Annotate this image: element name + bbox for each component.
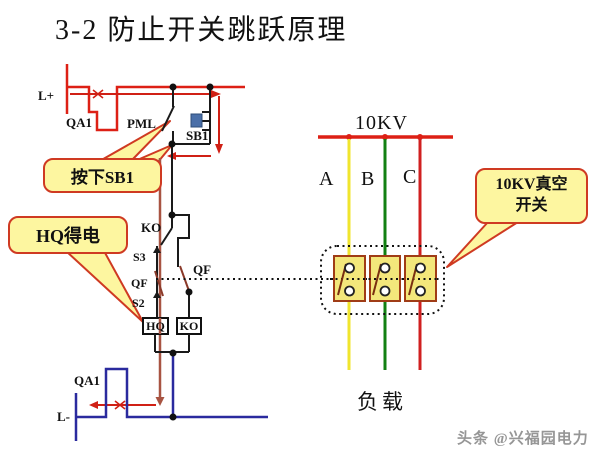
phase-lines <box>347 139 422 370</box>
vacuum-switch-enclosure <box>320 245 445 315</box>
s2-terminal-icon <box>153 291 161 298</box>
press-sb1-callout-pointer <box>97 120 173 165</box>
vacuum-switch-contacts <box>344 262 426 297</box>
qf-aux-contact-left-icon <box>154 270 164 297</box>
bus-10kv <box>318 134 453 140</box>
hq-coil-box <box>142 317 169 335</box>
junction-dots <box>168 83 214 421</box>
s3-terminal-icon <box>153 246 161 253</box>
ko-branch-wire <box>172 214 190 318</box>
vacuum-switch-callout-pointer <box>446 221 519 268</box>
sb1-pushbutton-icon <box>172 87 211 145</box>
ko-contact-icon <box>156 227 173 318</box>
pml-contact-icon <box>161 87 175 144</box>
negative-rail <box>74 353 268 441</box>
ko-coil-box <box>176 317 202 335</box>
current-flow-arrows <box>70 89 220 157</box>
hq-energized-callout-pointer <box>65 250 144 323</box>
